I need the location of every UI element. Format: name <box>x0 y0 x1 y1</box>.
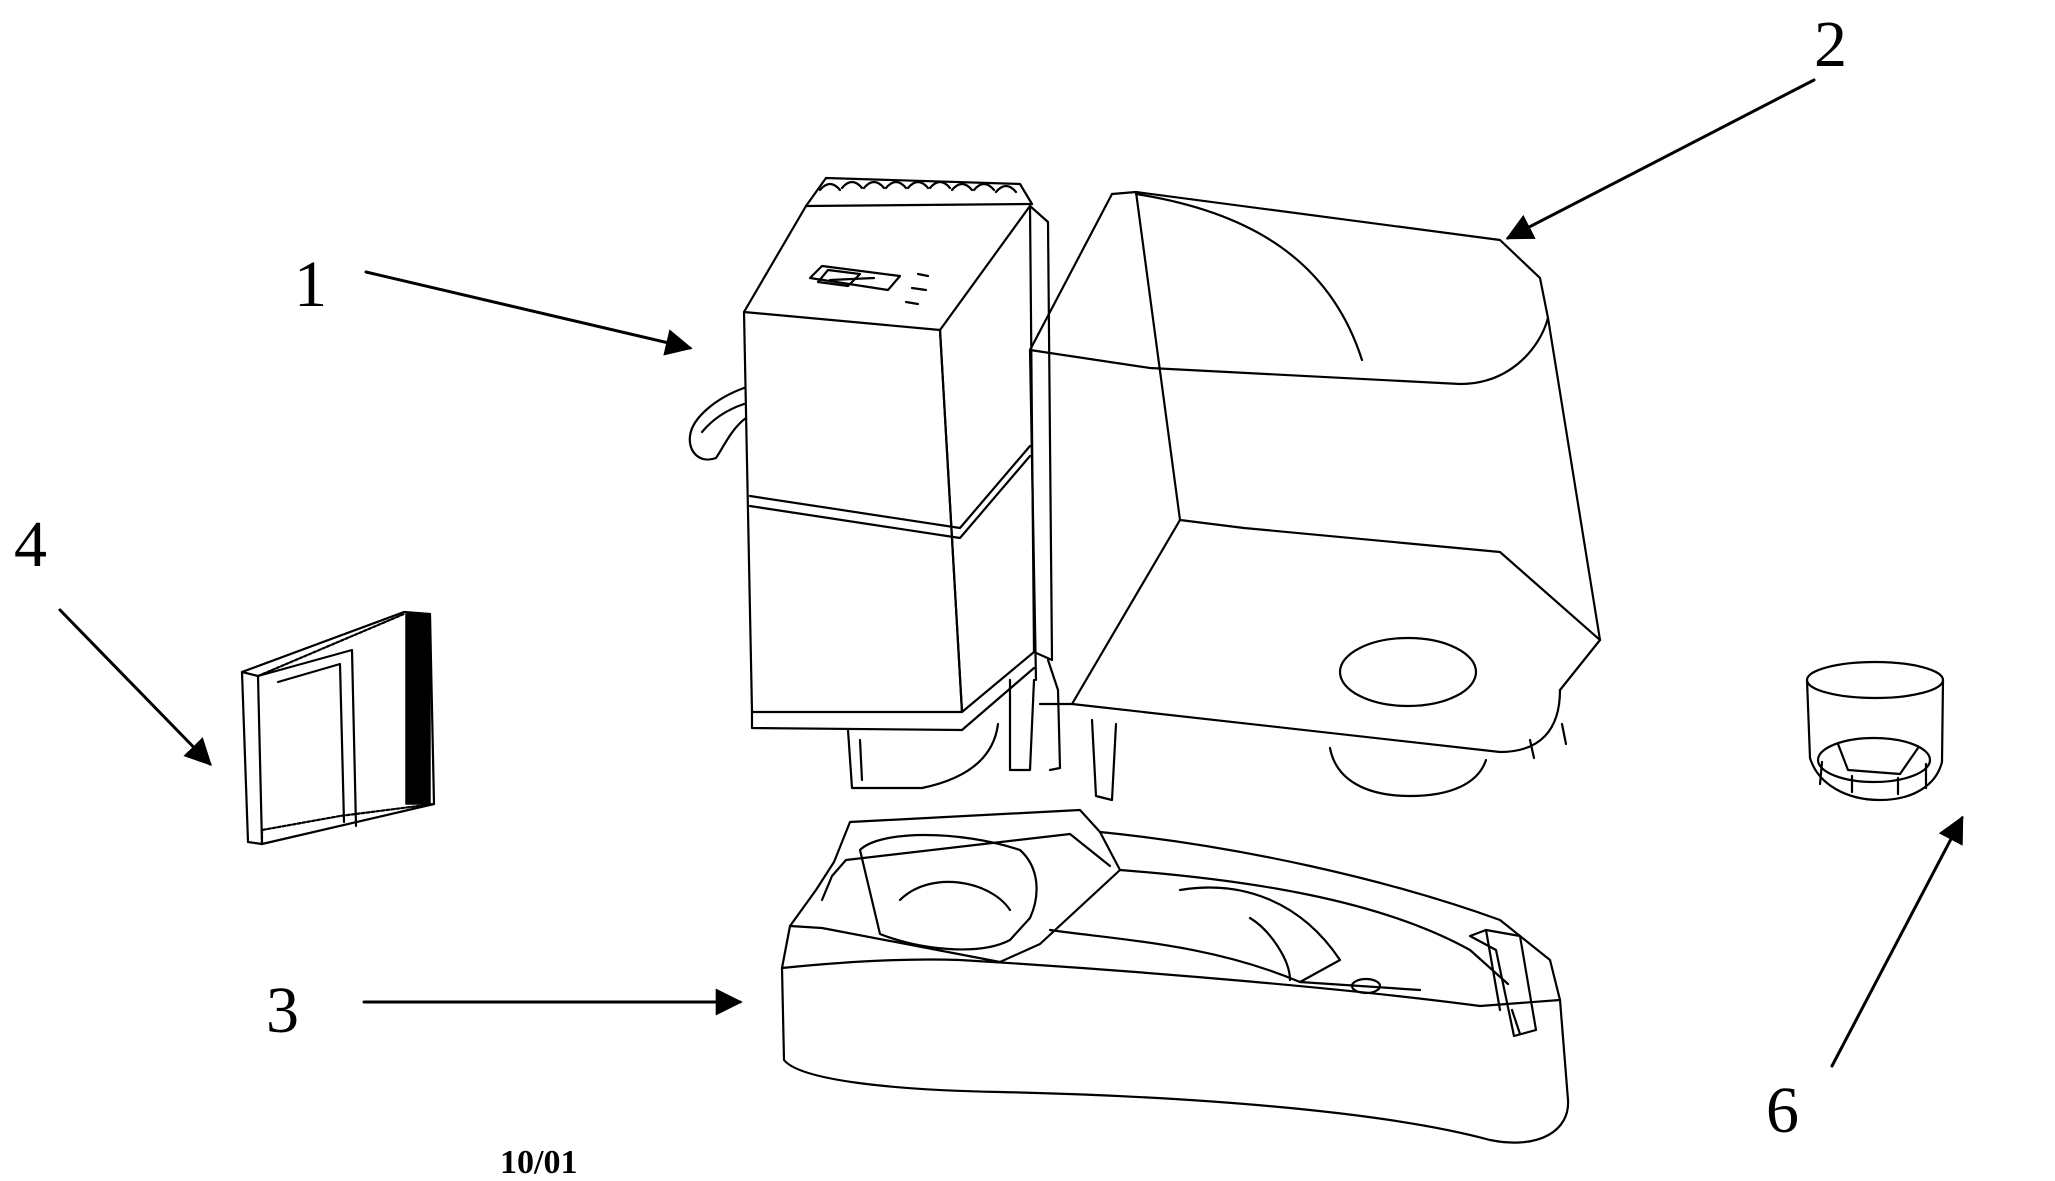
arrow-2 <box>1505 78 1816 240</box>
arrow-1 <box>364 270 693 356</box>
sheet-number: 10/01 <box>500 1144 578 1181</box>
reference-label-2: 2 <box>1814 8 1847 81</box>
part-3-base <box>780 808 1570 1144</box>
arrow-4 <box>58 608 212 766</box>
reference-label-6: 6 <box>1766 1074 1799 1147</box>
part-1-housing <box>688 176 1062 790</box>
leader-arrows <box>58 78 1964 1068</box>
reference-label-4: 4 <box>14 508 47 581</box>
part-6-cap <box>1805 660 1945 802</box>
reference-label-1: 1 <box>294 248 327 321</box>
top-ridges <box>818 180 1018 194</box>
reference-label-3: 3 <box>266 974 299 1047</box>
part-2-body <box>1028 190 1602 802</box>
arrow-6 <box>1830 815 1964 1068</box>
part-4-card <box>240 610 436 846</box>
